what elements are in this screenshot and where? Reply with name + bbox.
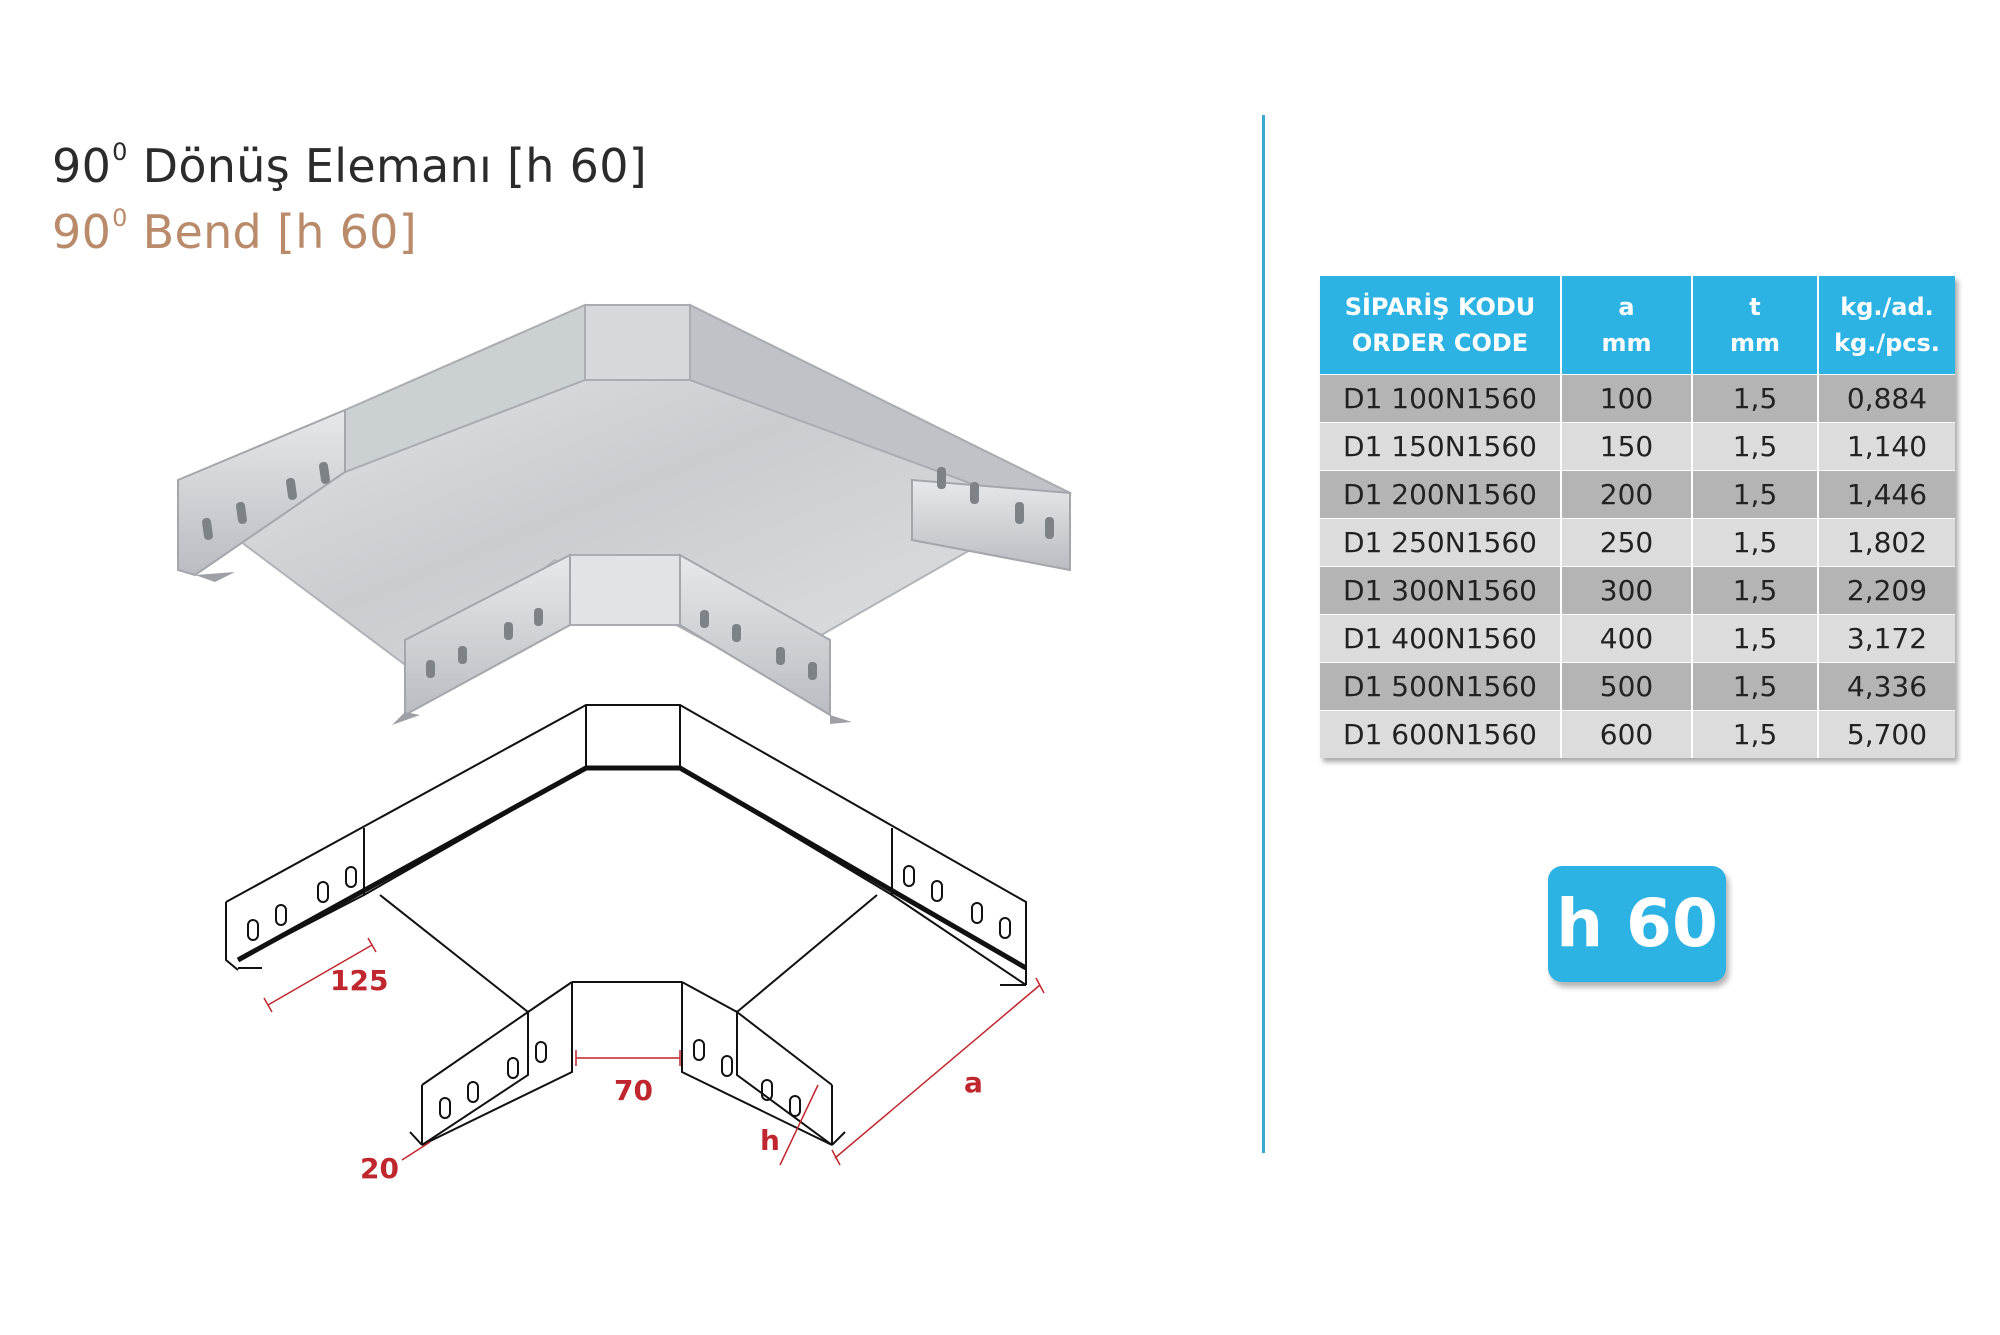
cell-t: 1,5 <box>1692 566 1819 615</box>
cell-a: 300 <box>1561 566 1693 615</box>
cell-code: D1 600N1560 <box>1320 710 1562 758</box>
cell-t: 1,5 <box>1692 614 1819 663</box>
cell-kg: 2,209 <box>1818 566 1955 615</box>
cell-kg: 5,700 <box>1818 710 1955 758</box>
table-row: D1 200N1560 200 1,5 1,446 <box>1320 470 1955 519</box>
cell-t: 1,5 <box>1692 518 1819 567</box>
cell-code: D1 100N1560 <box>1320 374 1562 423</box>
table-row: D1 100N1560 100 1,5 0,884 <box>1320 374 1955 423</box>
cell-a: 150 <box>1561 422 1693 471</box>
cell-kg: 0,884 <box>1818 374 1955 423</box>
dimension-labels: 125 70 20 h a <box>330 964 983 1185</box>
cell-a: 400 <box>1561 614 1693 663</box>
table-row: D1 500N1560 500 1,5 4,336 <box>1320 662 1955 711</box>
cell-code: D1 300N1560 <box>1320 566 1562 615</box>
cell-code: D1 400N1560 <box>1320 614 1562 663</box>
cell-a: 100 <box>1561 374 1693 423</box>
dimension-125: 125 <box>330 964 388 997</box>
cell-a: 600 <box>1561 710 1693 758</box>
cell-a: 250 <box>1561 518 1693 567</box>
table-row: D1 400N1560 400 1,5 3,172 <box>1320 614 1955 663</box>
cell-kg: 1,446 <box>1818 470 1955 519</box>
cell-code: D1 250N1560 <box>1320 518 1562 567</box>
cell-t: 1,5 <box>1692 470 1819 519</box>
cell-a: 200 <box>1561 470 1693 519</box>
vertical-divider <box>1262 115 1265 1153</box>
dimension-a: a <box>964 1066 983 1099</box>
dimension-20: 20 <box>360 1152 399 1185</box>
title-english: 900 Bend [h 60] <box>52 204 417 259</box>
bend-render <box>177 303 1073 725</box>
cell-kg: 4,336 <box>1818 662 1955 711</box>
cell-code: D1 150N1560 <box>1320 422 1562 471</box>
title-turkish: 900 Dönüş Elemanı [h 60] <box>52 138 648 193</box>
dimension-h: h <box>760 1124 780 1157</box>
cell-code: D1 200N1560 <box>1320 470 1562 519</box>
table-row: D1 600N1560 600 1,5 5,700 <box>1320 710 1955 758</box>
header-weight: kg./ad.kg./pcs. <box>1818 276 1955 375</box>
table-row: D1 250N1560 250 1,5 1,802 <box>1320 518 1955 567</box>
cell-t: 1,5 <box>1692 422 1819 471</box>
cell-t: 1,5 <box>1692 374 1819 423</box>
cell-kg: 1,802 <box>1818 518 1955 567</box>
cell-t: 1,5 <box>1692 662 1819 711</box>
cell-t: 1,5 <box>1692 710 1819 758</box>
cell-a: 500 <box>1561 662 1693 711</box>
cell-kg: 3,172 <box>1818 614 1955 663</box>
bend-thick-edge <box>236 765 1028 971</box>
table-row: D1 300N1560 300 1,5 2,209 <box>1320 566 1955 615</box>
table-row: D1 150N1560 150 1,5 1,140 <box>1320 422 1955 471</box>
height-badge: h 60 <box>1548 866 1726 982</box>
dimension-70: 70 <box>614 1074 653 1107</box>
cell-code: D1 500N1560 <box>1320 662 1562 711</box>
slots-technical <box>247 865 1011 1119</box>
cell-kg: 1,140 <box>1818 422 1955 471</box>
dimension-lines <box>263 937 1045 1166</box>
